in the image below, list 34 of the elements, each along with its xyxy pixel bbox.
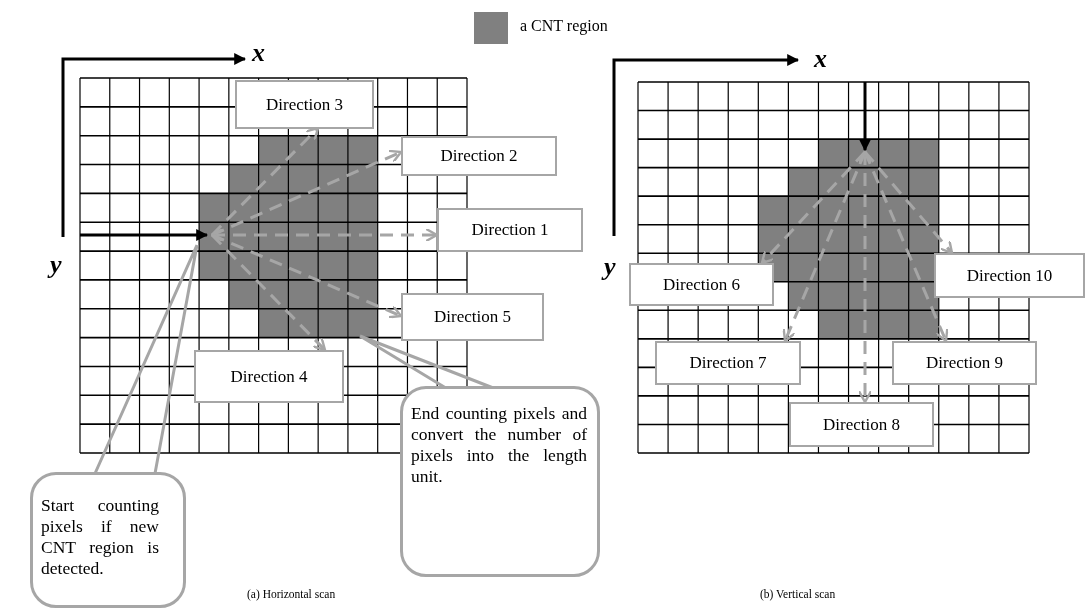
dashed-arrow bbox=[210, 227, 439, 243]
label-box bbox=[934, 253, 1085, 298]
direction-label: Direction 9 bbox=[926, 353, 1003, 373]
axis-label: x bbox=[814, 44, 827, 74]
speech-bubble bbox=[30, 472, 186, 608]
direction-label: Direction 8 bbox=[823, 414, 900, 435]
dashed-arrow bbox=[760, 151, 867, 265]
direction-label: Direction 5 bbox=[434, 307, 511, 327]
label-box bbox=[401, 293, 544, 341]
caption: (b) Vertical scan bbox=[760, 588, 836, 600]
direction-label: Direction 2 bbox=[440, 146, 518, 166]
direction-label: Direction 3 bbox=[266, 94, 343, 115]
label-box bbox=[401, 136, 557, 176]
axis-label: x bbox=[252, 38, 265, 68]
label-box bbox=[194, 350, 344, 403]
label-box bbox=[789, 402, 934, 447]
callout-text: Start counting pixels if new CNT region is detected. bbox=[41, 495, 159, 579]
speech-bubble bbox=[400, 386, 600, 577]
label-box bbox=[235, 80, 374, 129]
direction-label: Direction 6 bbox=[663, 274, 740, 295]
label-box bbox=[437, 208, 583, 252]
callout-text: End counting pixels and convert the number of pixels into the length unit. bbox=[411, 403, 587, 487]
legend-text: a CNT region bbox=[520, 17, 608, 35]
label-box bbox=[629, 263, 774, 306]
dashed-arrow bbox=[857, 150, 873, 404]
dashed-arrow bbox=[863, 151, 954, 255]
caption: (a) Horizontal scan bbox=[247, 588, 336, 600]
direction-label: Direction 10 bbox=[966, 265, 1053, 286]
label-box bbox=[892, 341, 1037, 385]
label-box bbox=[655, 341, 801, 385]
direction-label: Direction 4 bbox=[230, 366, 308, 387]
direction-label: Direction 7 bbox=[689, 353, 767, 373]
direction-label: Direction 1 bbox=[471, 220, 549, 240]
dashed-arrow bbox=[210, 233, 327, 352]
